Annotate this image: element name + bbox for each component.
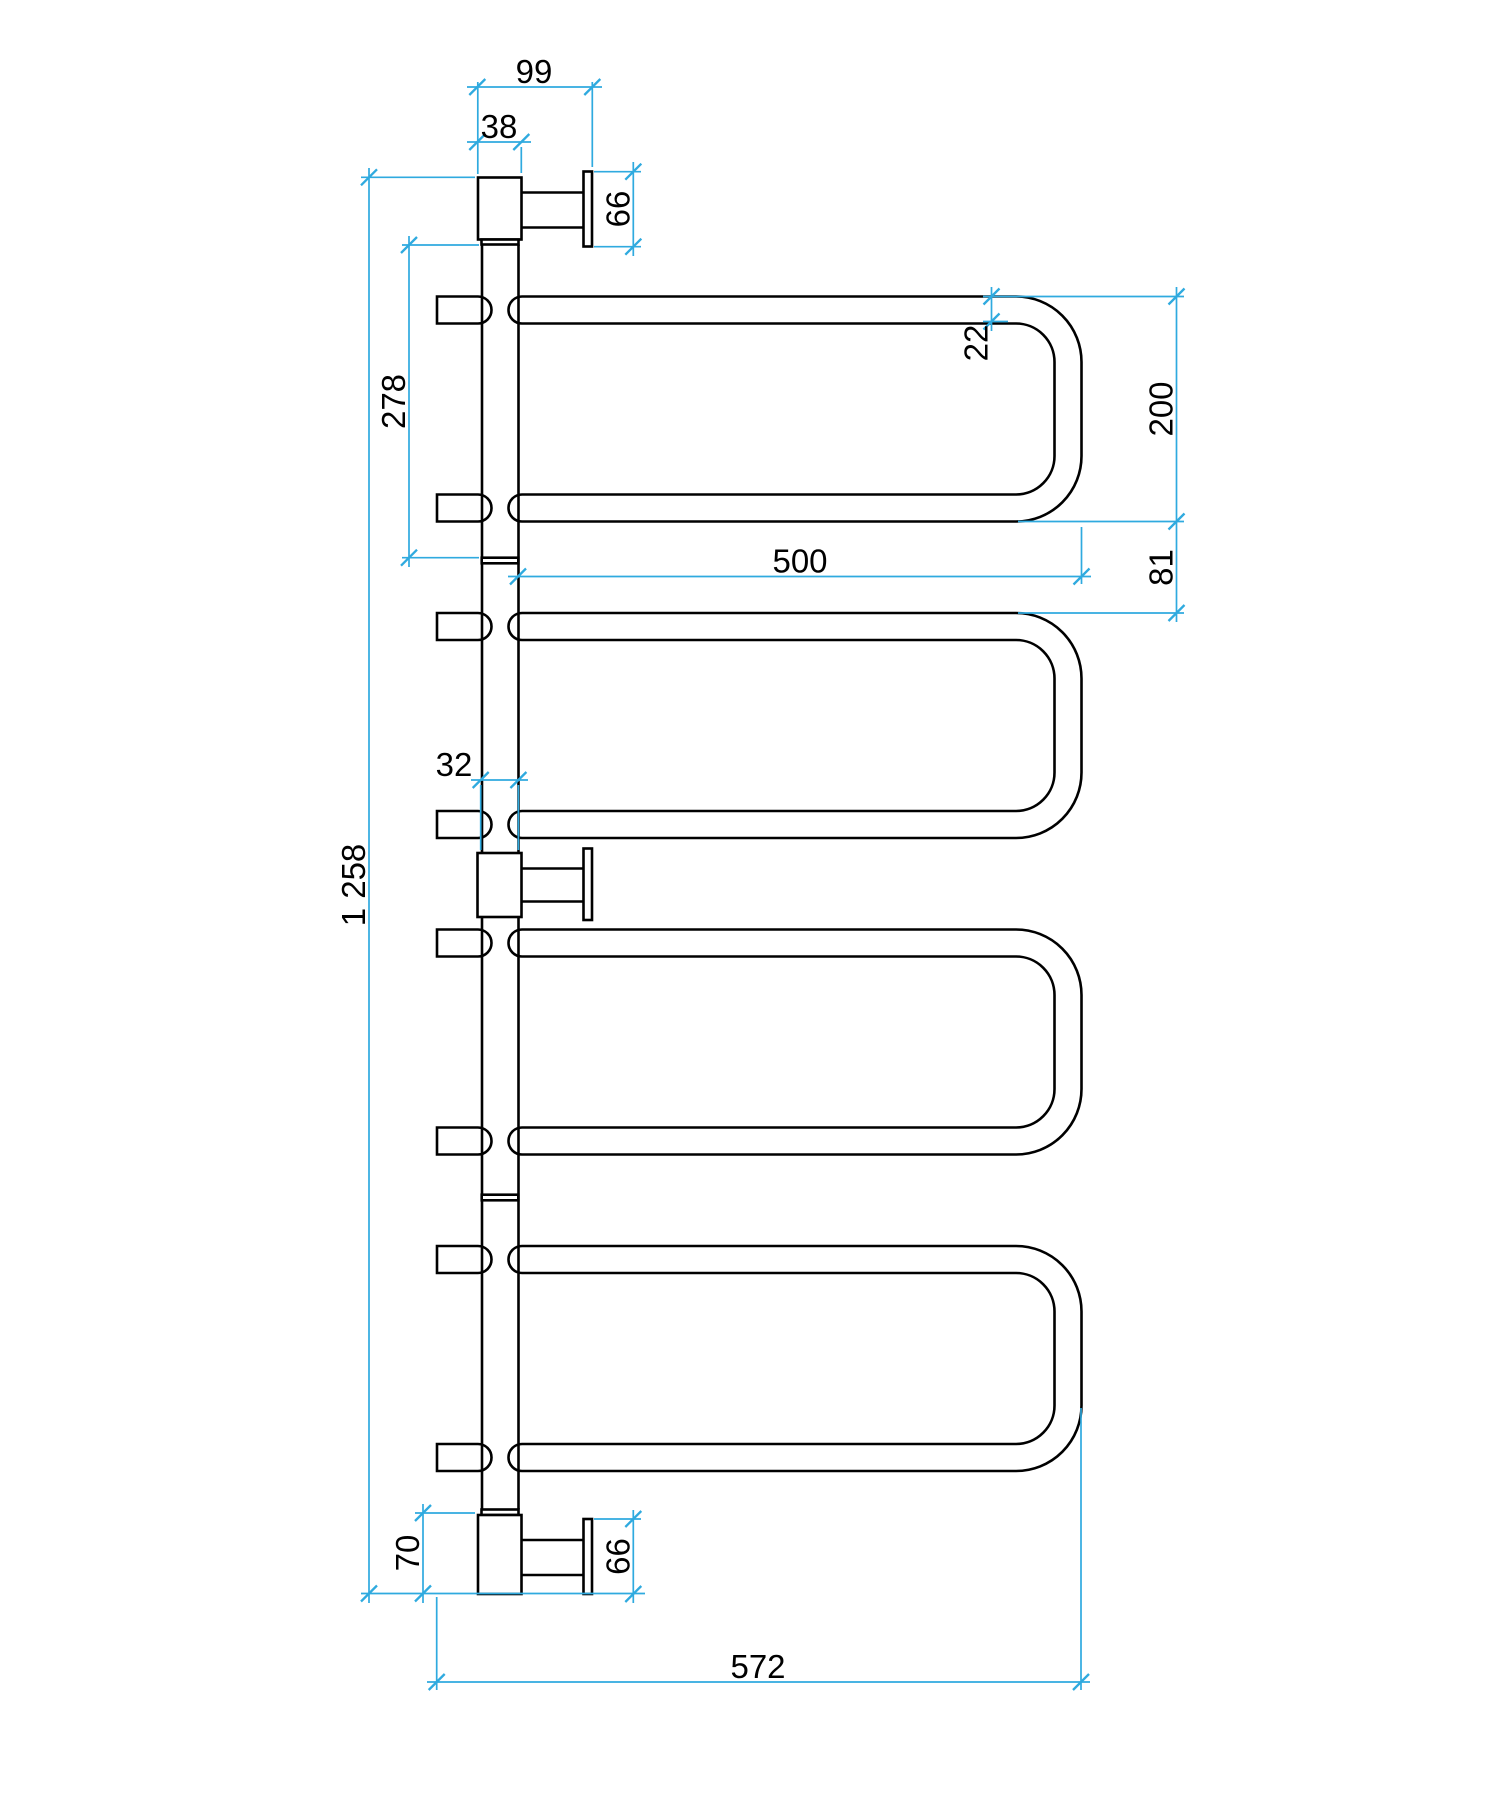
dim-loop-length-label: 500 — [772, 543, 827, 580]
pipe-union-joint — [480, 1193, 520, 1202]
dim-pipe-width-label: 32 — [436, 746, 473, 783]
rail-stub — [435, 295, 493, 325]
dim-bottom-bracket-height-label: 70 — [389, 1535, 426, 1572]
towel-loop-1 — [507, 295, 1083, 523]
extension-lines — [361, 82, 1184, 1690]
dimension-labels: 99 38 66 278 22 200 500 81 32 1 258 70 6… — [335, 53, 1180, 1685]
middle-wall-bracket — [476, 847, 594, 922]
dimension-ticks — [360, 78, 1186, 1691]
bottom-wall-bracket — [476, 1508, 594, 1596]
dim-top-flange-height-label: 66 — [599, 191, 636, 228]
towel-loop-3 — [507, 928, 1083, 1156]
dim-loop-height-label: 200 — [1143, 381, 1180, 436]
middle-wall-flange — [582, 847, 594, 922]
towel-loop-2 — [507, 611, 1083, 840]
dim-loop-gap-label: 81 — [1143, 549, 1180, 586]
dim-bracket-width-label: 38 — [481, 108, 518, 145]
dim-bracket-offset-label: 99 — [516, 53, 553, 90]
towel-loop-4 — [507, 1244, 1083, 1473]
rail-stub — [435, 1442, 493, 1473]
towel-rail-outline — [435, 170, 1083, 1596]
dim-bottom-flange-height-label: 66 — [599, 1538, 636, 1575]
rail-stub — [435, 928, 493, 958]
top-wall-bracket — [476, 170, 594, 248]
dim-top-section-height-label: 278 — [375, 374, 412, 429]
rail-stub — [435, 1126, 493, 1156]
pipe-union-joint — [480, 556, 520, 565]
dim-tube-diameter-label: 22 — [958, 325, 995, 362]
rail-stub — [435, 809, 493, 840]
rail-stub — [435, 493, 493, 523]
bottom-wall-flange — [582, 1517, 594, 1596]
top-wall-flange — [582, 170, 594, 248]
dim-overall-height-label: 1 258 — [335, 844, 372, 927]
dim-overall-width-label: 572 — [730, 1648, 785, 1685]
rail-stub — [435, 611, 493, 642]
rail-stub — [435, 1244, 493, 1275]
